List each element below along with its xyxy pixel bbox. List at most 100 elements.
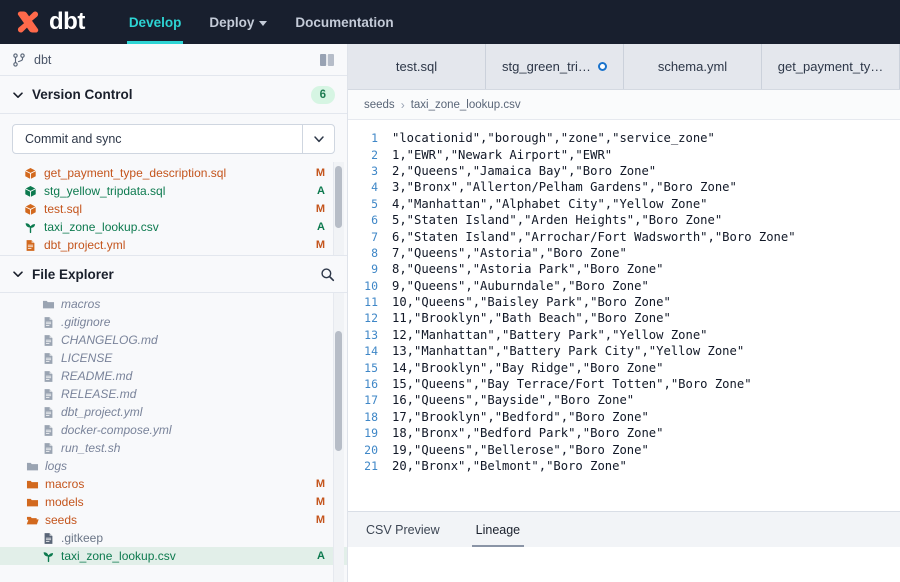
- breadcrumb-folder[interactable]: seeds: [364, 98, 395, 111]
- code-line: 4 3,"Bronx","Allerton/Pelham Gardens","B…: [348, 179, 900, 195]
- code-line-text: 4,"Manhattan","Alphabet City","Yellow Zo…: [392, 196, 708, 211]
- version-control-file-row[interactable]: taxi_zone_lookup.csv A: [0, 218, 347, 236]
- version-control-file-name: test.sql: [44, 202, 83, 216]
- cube-icon: [25, 167, 36, 179]
- code-line: 9 8,"Queens","Astoria Park","Boro Zone": [348, 261, 900, 277]
- line-number: 18: [364, 409, 378, 424]
- line-number: 8: [371, 245, 378, 260]
- nav-item-documentation-label: Documentation: [295, 14, 394, 30]
- file-explorer-item-name: seeds: [45, 513, 78, 527]
- dbt-logo[interactable]: dbt: [14, 8, 85, 36]
- commit-and-sync-button[interactable]: Commit and sync: [12, 124, 335, 154]
- code-line: 17 16,"Queens","Bayside","Boro Zone": [348, 392, 900, 408]
- file-explorer-row[interactable]: .gitkeep: [0, 529, 347, 547]
- file-explorer-item-name: dbt_project.yml: [61, 405, 143, 419]
- editor-bottom-tabs: CSV Preview Lineage: [348, 511, 900, 547]
- code-editor[interactable]: 1 "locationid","borough","zone","service…: [348, 120, 900, 511]
- code-line: 21 20,"Bronx","Belmont","Boro Zone": [348, 458, 900, 474]
- line-number: 17: [364, 393, 378, 408]
- file-explorer-scrollbar-thumb[interactable]: [335, 331, 342, 451]
- tab-schema-yml[interactable]: schema.yml: [624, 44, 762, 89]
- version-control-file-row[interactable]: stg_yellow_tripdata.sql A: [0, 182, 347, 200]
- nav-item-deploy[interactable]: Deploy: [195, 0, 281, 44]
- nav-item-documentation[interactable]: Documentation: [281, 0, 407, 44]
- file-explorer-header[interactable]: File Explorer: [0, 255, 347, 293]
- code-line-text: 10,"Queens","Baisley Park","Boro Zone": [392, 295, 671, 310]
- line-number: 14: [364, 344, 378, 359]
- file-icon: [44, 406, 53, 418]
- code-line: 12 11,"Brooklyn","Bath Beach","Boro Zone…: [348, 310, 900, 326]
- file-explorer-item-status: M: [315, 496, 325, 508]
- file-explorer-item-status: A: [317, 550, 325, 562]
- file-explorer-row[interactable]: CHANGELOG.md: [0, 331, 347, 349]
- commit-dropdown-toggle[interactable]: [302, 125, 334, 153]
- code-line-text: 20,"Bronx","Belmont","Boro Zone": [392, 459, 627, 473]
- cube-icon: [25, 203, 36, 215]
- version-control-file-row[interactable]: dbt_project.yml M: [0, 236, 347, 254]
- tab-get-payment-type[interactable]: get_payment_ty…: [762, 44, 900, 89]
- code-line-text: 14,"Brooklyn","Bay Ridge","Boro Zone": [392, 360, 664, 375]
- repository-name: dbt: [34, 52, 52, 67]
- book-icon[interactable]: [319, 53, 335, 67]
- file-explorer-item-name: CHANGELOG.md: [61, 333, 158, 347]
- code-line: 11 10,"Queens","Baisley Park","Boro Zone…: [348, 294, 900, 310]
- file-explorer-row[interactable]: run_test.sh: [0, 439, 347, 457]
- line-number: 19: [364, 426, 378, 441]
- file-icon: [44, 442, 53, 454]
- tab-test-sql[interactable]: test.sql: [348, 44, 486, 89]
- code-line-text: 15,"Queens","Bay Terrace/Fort Totten","B…: [392, 377, 752, 392]
- nav-item-develop-label: Develop: [128, 14, 182, 30]
- file-explorer-row[interactable]: .gitignore: [0, 313, 347, 331]
- vc-scrollbar-thumb[interactable]: [335, 166, 342, 228]
- line-number: 20: [364, 442, 378, 457]
- file-explorer-row[interactable]: macros: [0, 295, 347, 313]
- tab-schema-yml-label: schema.yml: [657, 59, 728, 74]
- nav-item-develop[interactable]: Develop: [115, 0, 196, 44]
- file-icon: [44, 334, 53, 346]
- tab-lineage-label: Lineage: [475, 522, 521, 537]
- file-explorer-row[interactable]: taxi_zone_lookup.csv A: [0, 547, 347, 565]
- file-explorer-row[interactable]: README.md: [0, 367, 347, 385]
- search-icon[interactable]: [320, 267, 335, 282]
- tab-stg-green-trips-label: stg_green_tri…: [502, 59, 591, 74]
- file-explorer-row[interactable]: models M: [0, 493, 347, 511]
- dbt-x-icon: [17, 11, 39, 33]
- code-line-text: 5,"Staten Island","Arden Heights","Boro …: [392, 213, 723, 228]
- file-explorer-row[interactable]: logs: [0, 457, 347, 475]
- line-number: 9: [371, 262, 378, 277]
- version-control-file-row[interactable]: get_payment_type_description.sql M: [0, 164, 347, 182]
- tab-lineage[interactable]: Lineage: [458, 512, 539, 547]
- file-explorer-row[interactable]: seeds M: [0, 511, 347, 529]
- file-explorer-item-name: macros: [61, 297, 101, 311]
- line-number: 6: [371, 213, 378, 228]
- file-explorer-row[interactable]: dbt_project.yml: [0, 403, 347, 421]
- version-control-file-row[interactable]: test.sql M: [0, 200, 347, 218]
- file-explorer-row[interactable]: LICENSE: [0, 349, 347, 367]
- nav-item-deploy-label: Deploy: [209, 14, 255, 30]
- tab-csv-preview[interactable]: CSV Preview: [348, 512, 458, 547]
- editor-tab-bar: test.sql stg_green_tri… schema.yml get_p…: [348, 44, 900, 90]
- line-number: 13: [364, 327, 378, 342]
- code-line: 3 2,"Queens","Jamaica Bay","Boro Zone": [348, 163, 900, 179]
- code-line: 1 "locationid","borough","zone","service…: [348, 130, 900, 146]
- version-control-file-name: taxi_zone_lookup.csv: [44, 220, 159, 234]
- code-line-text: 12,"Manhattan","Battery Park","Yellow Zo…: [392, 327, 708, 342]
- file-explorer-row[interactable]: RELEASE.md: [0, 385, 347, 403]
- code-line-text: 13,"Manhattan","Battery Park City","Yell…: [392, 344, 745, 359]
- code-line: 15 14,"Brooklyn","Bay Ridge","Boro Zone": [348, 359, 900, 375]
- code-line-text: 1,"EWR","Newark Airport","EWR": [392, 147, 613, 162]
- file-explorer-row[interactable]: macros M: [0, 475, 347, 493]
- file-icon: [44, 352, 53, 364]
- top-navigation-bar: dbt Develop Deploy Documentation: [0, 0, 900, 44]
- seedling-icon: [43, 551, 54, 562]
- repository-bar: dbt: [0, 44, 347, 76]
- tab-stg-green-trips[interactable]: stg_green_tri…: [486, 44, 624, 89]
- version-control-changed-files: get_payment_type_description.sql M stg_y…: [0, 162, 347, 255]
- code-line-text: 2,"Queens","Jamaica Bay","Boro Zone": [392, 163, 657, 178]
- line-number: 7: [371, 229, 378, 244]
- breadcrumb-file[interactable]: taxi_zone_lookup.csv: [410, 98, 521, 111]
- code-line: 16 15,"Queens","Bay Terrace/Fort Totten"…: [348, 376, 900, 392]
- code-line-text: 6,"Staten Island","Arrochar/Fort Wadswor…: [392, 229, 796, 244]
- version-control-header[interactable]: Version Control 6: [0, 76, 347, 114]
- file-explorer-row[interactable]: docker-compose.yml: [0, 421, 347, 439]
